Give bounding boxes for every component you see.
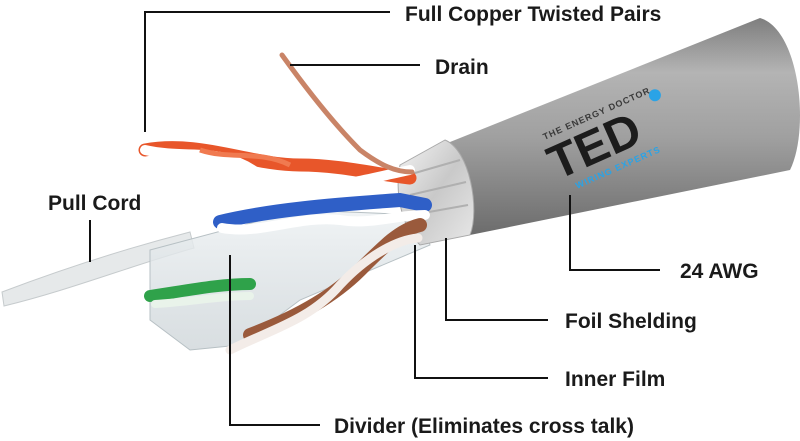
- label-divider: Divider (Eliminates cross talk): [334, 415, 634, 438]
- cable-jacket: [424, 18, 800, 235]
- logo-dot-icon: [648, 89, 661, 102]
- green-pair: [144, 278, 256, 302]
- divider-film: [149, 209, 431, 351]
- leader-awg: [569, 195, 660, 271]
- leader-twisted-pairs: [144, 11, 390, 132]
- label-twisted-pairs: Full Copper Twisted Pairs: [405, 3, 662, 26]
- label-inner-film: Inner Film: [565, 368, 666, 391]
- label-foil: Foil Shelding: [565, 310, 697, 333]
- drain-wire: [279, 52, 415, 175]
- leader-divider: [229, 255, 320, 426]
- label-awg: 24 AWG: [680, 260, 759, 283]
- leader-lines: [89, 11, 660, 426]
- label-pull-cord: Pull Cord: [48, 192, 142, 215]
- leader-inner-film: [414, 245, 548, 379]
- blue-pair: [213, 192, 432, 229]
- label-drain: Drain: [435, 56, 489, 79]
- leader-foil: [445, 238, 548, 321]
